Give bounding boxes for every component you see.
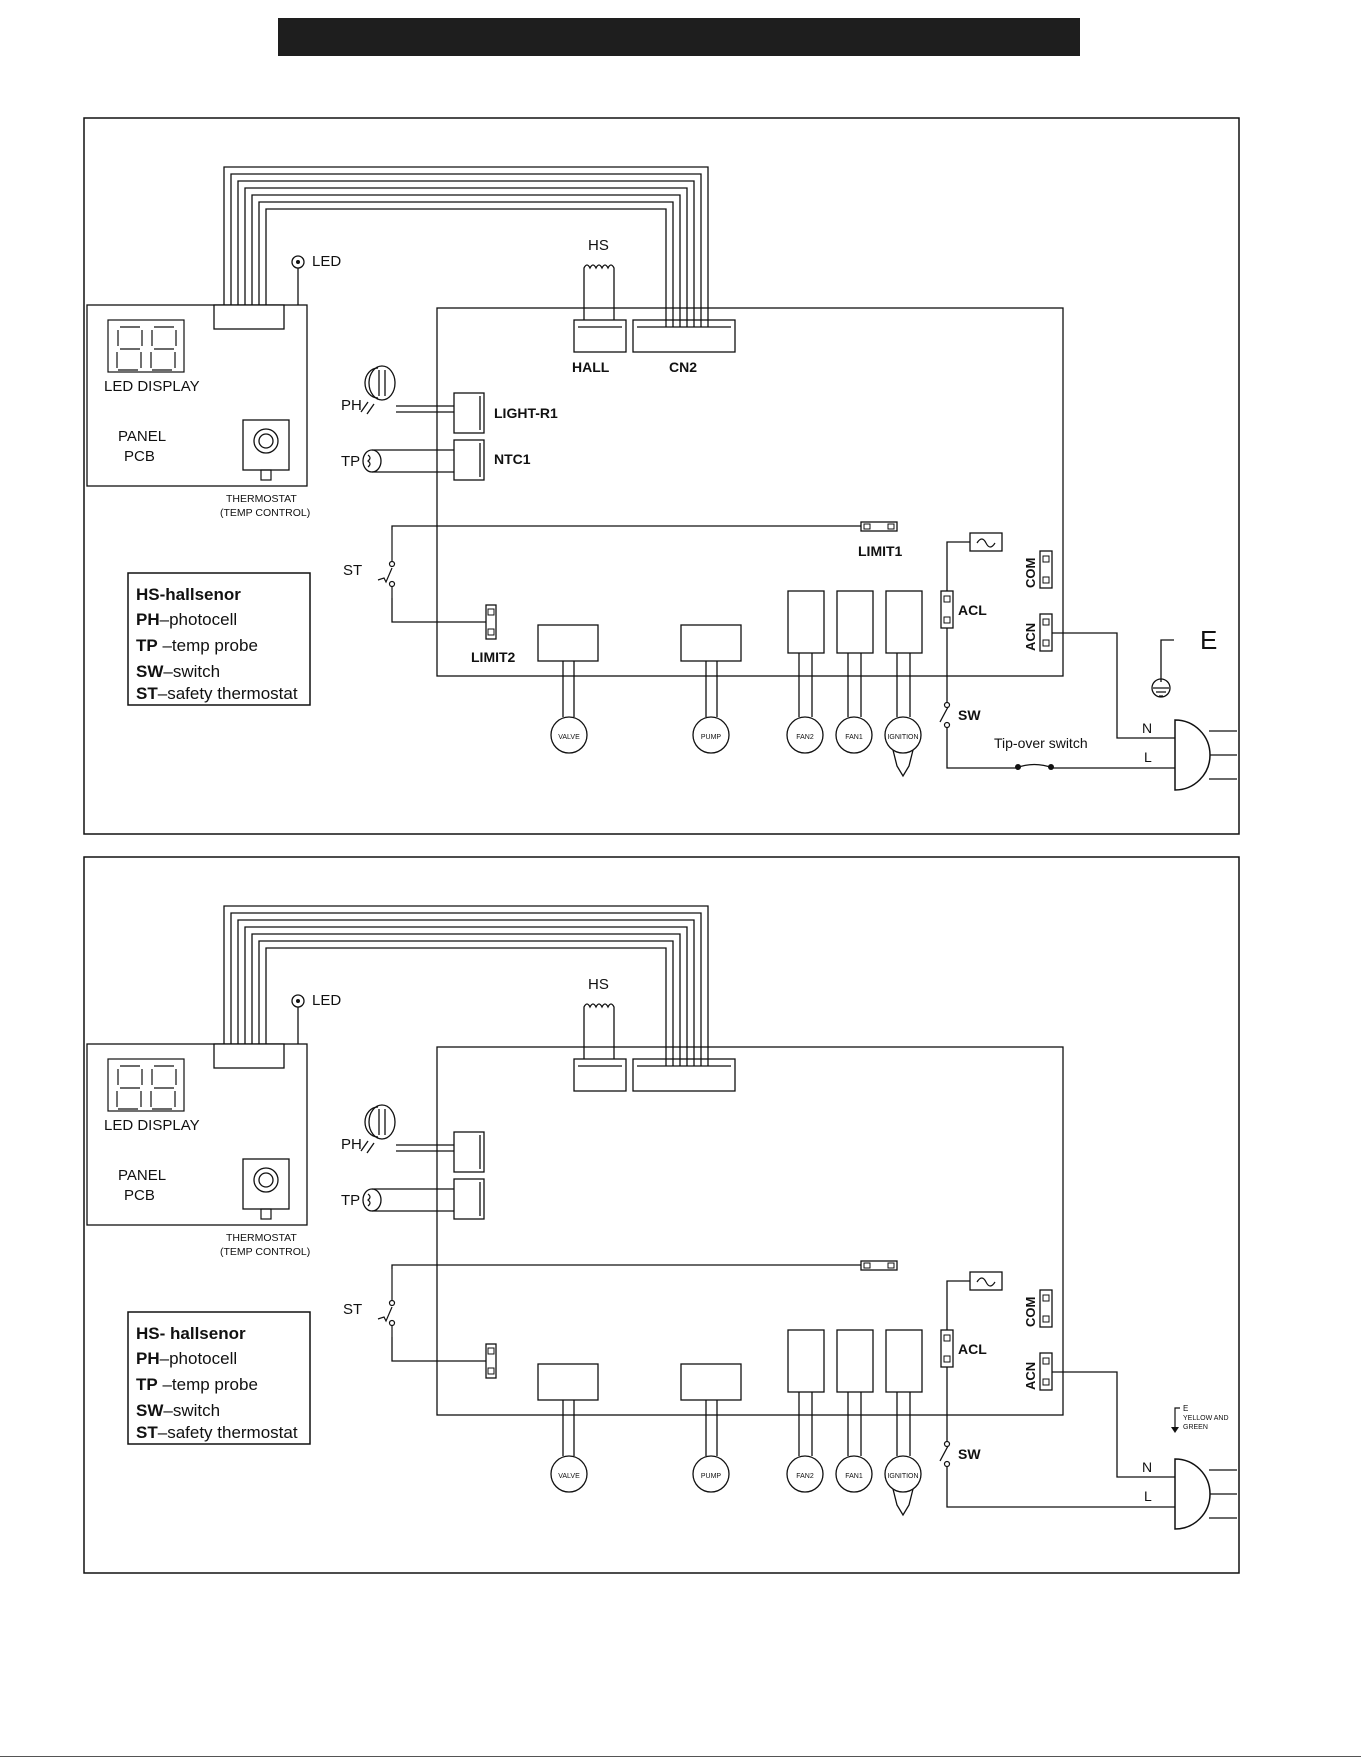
limit2-label: LIMIT2 [471, 649, 516, 665]
legend-item: HS- hallsenor [136, 1324, 246, 1343]
hall-label: HALL [572, 359, 610, 375]
legend: HS- hallsenor PH–photocell TP –temp prob… [136, 1324, 298, 1442]
title-bar [278, 18, 1080, 56]
panel-label: PANEL [118, 1167, 166, 1184]
limit1-label: LIMIT1 [858, 543, 903, 559]
tip-over-switch-label: Tip-over switch [994, 735, 1088, 751]
fan1-label: FAN1 [845, 734, 863, 741]
legend-item: ST–safety thermostat [136, 684, 298, 703]
acn-label: ACN [1023, 1362, 1038, 1390]
l-label: L [1144, 749, 1152, 765]
ntc1-label: NTC1 [494, 451, 531, 467]
legend: HS-hallsenor PH–photocell TP –temp probe… [136, 585, 298, 703]
ignition-label: IGNITION [887, 1473, 918, 1480]
ignition-label: IGNITION [887, 734, 918, 741]
fan2-label: FAN2 [796, 1473, 814, 1480]
legend-item: SW–switch [136, 1401, 220, 1420]
led-display-label: LED DISPLAY [104, 378, 200, 395]
sw-label: SW [958, 1446, 981, 1462]
temp-control-label: (TEMP CONTROL) [220, 1246, 310, 1258]
earth-color-label-2: GREEN [1183, 1424, 1208, 1431]
legend-item: SW–switch [136, 662, 220, 681]
legend-item: ST–safety thermostat [136, 1423, 298, 1442]
valve-label: VALVE [558, 734, 580, 741]
sw-label: SW [958, 707, 981, 723]
cn2-label: CN2 [669, 359, 697, 375]
thermostat-label: THERMOSTAT [226, 493, 297, 505]
panel-label: PANEL [118, 428, 166, 445]
tp-label: TP [341, 453, 360, 470]
com-label: COM [1023, 1297, 1038, 1327]
wiring-diagram-bottom: LED HS LED DISPLAY PANEL PCB THERMOSTAT … [83, 856, 1240, 1574]
ph-label: PH [341, 397, 362, 414]
legend-item: TP –temp probe [136, 636, 258, 655]
n-label: N [1142, 720, 1152, 736]
fan2-label: FAN2 [796, 734, 814, 741]
wiring-diagram-top: LED HS LED DISPLAY PANEL PCB THERMOSTAT … [83, 117, 1240, 835]
fan1-label: FAN1 [845, 1473, 863, 1480]
legend-item: PH–photocell [136, 1349, 237, 1368]
ph-label: PH [341, 1136, 362, 1153]
pump-label: PUMP [701, 734, 722, 741]
temp-control-label: (TEMP CONTROL) [220, 507, 310, 519]
acl-label: ACL [958, 1341, 987, 1357]
l-label: L [1144, 1488, 1152, 1504]
led-label: LED [312, 253, 341, 270]
footer-rule [0, 1756, 1361, 1757]
pcb-label: PCB [124, 448, 155, 465]
hs-label: HS [588, 237, 609, 254]
st-label: ST [343, 1301, 362, 1318]
thermostat-label: THERMOSTAT [226, 1232, 297, 1244]
pcb-label: PCB [124, 1187, 155, 1204]
legend-item: HS-hallsenor [136, 585, 241, 604]
led-label: LED [312, 992, 341, 1009]
acn-label: ACN [1023, 623, 1038, 651]
acl-label: ACL [958, 602, 987, 618]
pump-label: PUMP [701, 1473, 722, 1480]
legend-item: TP –temp probe [136, 1375, 258, 1394]
legend-item: PH–photocell [136, 610, 237, 629]
earth-color-label: YELLOW AND [1183, 1415, 1229, 1422]
led-display-label: LED DISPLAY [104, 1117, 200, 1134]
valve-label: VALVE [558, 1473, 580, 1480]
hs-label: HS [588, 976, 609, 993]
st-label: ST [343, 562, 362, 579]
earth-label: E [1183, 1404, 1188, 1413]
n-label: N [1142, 1459, 1152, 1475]
light-r1-label: LIGHT-R1 [494, 405, 558, 421]
com-label: COM [1023, 558, 1038, 588]
tp-label: TP [341, 1192, 360, 1209]
earth-label: E [1200, 625, 1217, 655]
